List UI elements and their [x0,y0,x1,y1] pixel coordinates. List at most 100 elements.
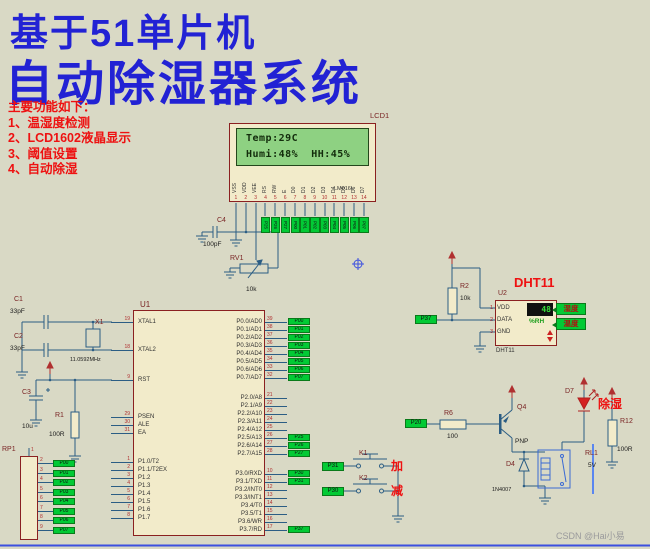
net-label: P00 [53,460,75,468]
annotation-tag: 温度 [552,318,586,330]
lcd-pin-name: D7 [360,186,367,193]
pin-number: 7 [40,504,43,511]
lcd-pin-name: D6 [350,186,357,193]
r2-ref: R2 [460,283,469,290]
net-label: P01 [53,469,75,477]
lcd-pin-name: VSS [232,182,239,193]
pin-number: 14 [267,499,273,506]
pin-number: 8 [127,511,130,518]
temp-down-button[interactable] [547,337,553,342]
pin-stub: 32 [265,372,287,382]
lcd-pin-name: RS [261,186,268,193]
rv1-potentiometer-symbol[interactable] [239,259,269,279]
net-label: P06 [349,217,359,233]
pin-number: 5 [127,487,130,494]
pin-stub: 38 [265,324,287,334]
net-label: P02 [310,217,320,233]
d7-led-symbol [577,389,599,412]
mcu-pin: P2.4/A12 25 [181,424,287,434]
mcu-pin: 3 P1.2 [97,471,167,482]
pin-number: 34 [267,355,273,362]
mcu-pin: P2.7/A15 28 [181,448,287,458]
r6-symbol [439,419,467,430]
pin-name: P2.4/A12 [237,427,262,433]
lcd-pin-number: 6 [283,195,287,201]
net-label-p37-dht: P37 [415,315,437,324]
rp1-body[interactable] [20,456,38,540]
pin-number: 5 [40,485,43,492]
lcd-pin: D0 7 [290,167,300,201]
lcd-screen-line2: Humi:48% HH:45% [246,149,351,160]
lcd-pin: VSS 1 [231,167,241,201]
pin-name: P3.1/TXD [235,479,262,485]
pin-name: EA [138,430,147,436]
pin-stub: 31 [97,426,133,437]
rl1-relay-symbol [537,444,594,494]
pin-stub: 9 [38,524,53,536]
pin-name: P0.3/AD3 [236,343,262,349]
ground-symbols [16,232,618,523]
lcd1-screen: Temp:29C Humi:48% HH:45% [236,128,369,166]
arrow-left-icon [552,306,557,313]
junction-dots [48,230,526,493]
r12-ref: R12 [620,418,633,425]
pin-stub: 33 [265,363,287,374]
lcd-pin-number: 5 [273,195,277,201]
pin-name: P1.0/T2 [138,459,160,465]
mcu-pin: 1 P1.0/T2 [97,456,167,466]
c2-ref: C2 [14,333,23,340]
pin-number: 12 [267,483,273,490]
pin-number: 15 [267,507,273,514]
pin-name: P2.3/A11 [237,419,262,425]
pin-name: P2.2/A10 [237,411,262,417]
pin-number: 3 [40,466,43,473]
pin-stub: 16 [265,516,287,526]
rp1-pin: 6 P04 [38,495,75,507]
page-title-line1: 基于51单片机 [10,13,257,55]
pin-number: 6 [40,495,43,501]
pin-name: P2.5/A13 [237,435,262,441]
pin-number: 3 [127,471,130,478]
mcu-pin: P3.3/INT1 13 [181,492,287,502]
lcd-pin-number: 9 [313,195,317,201]
pin-number: 26 [267,431,273,438]
net-label: P06 [288,366,310,373]
net-label-p31: P31 [322,462,344,471]
pin-number: 31 [124,426,130,433]
mcu-pin: P0.6/AD6 33 [181,363,287,374]
mcu-pin: 30 ALE [97,418,154,429]
pin-number: 4 [127,479,130,486]
mcu-p0-pins: P0.0/AD0 39 P0.1/AD1 38 P0.2/AD2 37 P0.3… [181,316,287,382]
pin-stub: 39 [265,316,287,326]
lcd-pin: D6 13 [349,167,359,201]
pin-stub: 4 [38,476,53,488]
pin-number: 30 [124,418,130,425]
mcu-pin: P0.4/AD4 35 [181,348,287,358]
c3-value: 10u [22,423,33,430]
pin-stub: 3 [38,466,53,479]
pin-number: 33 [267,363,273,370]
pin-name: P0.4/AD4 [236,351,262,357]
pin-name: P3.2/INT0 [234,487,262,493]
pin-number: 10 [267,467,273,474]
dht11-humidity-display: 48 [527,303,553,316]
k2-button-symbol[interactable] [353,478,387,494]
feature-item: 主要功能如下： [8,100,96,114]
temp-up-button[interactable] [547,330,553,335]
lcd-pin-number: 1 [234,195,238,201]
pin-name: P3.5/T1 [240,511,262,517]
k1-button-symbol[interactable] [353,453,387,469]
net-label: P06 [53,517,75,525]
net-label: P00 [288,318,310,325]
mcu-u1-body[interactable] [133,310,265,536]
pin-number: 8 [40,514,43,520]
pin-stub: 36 [265,340,287,350]
crystal-symbol [85,328,101,348]
pin-name: P0.7/AD7 [236,375,262,381]
pin-stub: 8 [38,514,53,526]
mcu-pin: P3.0/RXD 10 [181,467,287,478]
pin-name: P3.0/RXD [235,471,262,477]
feature-item: 3、阈值设置 [8,146,78,161]
